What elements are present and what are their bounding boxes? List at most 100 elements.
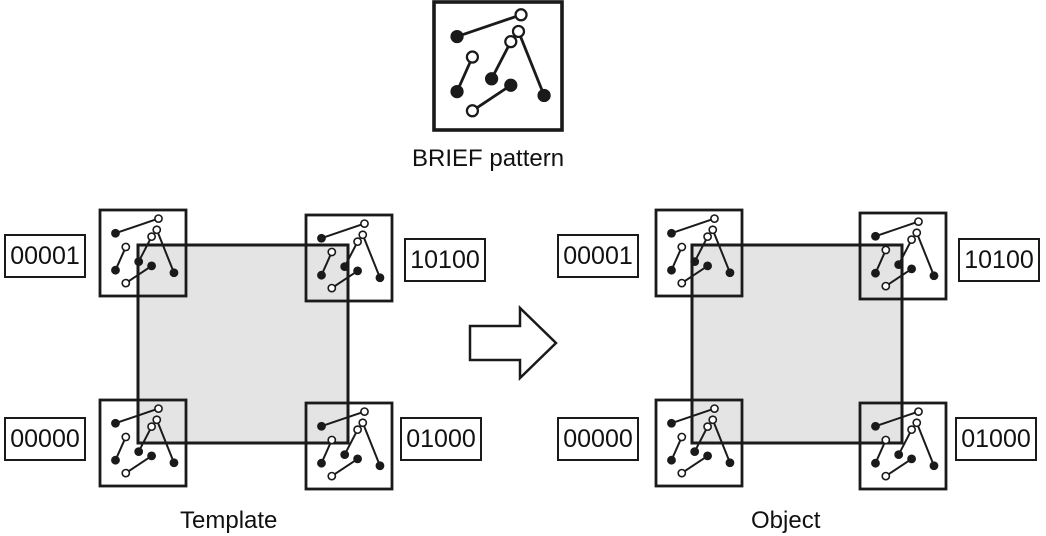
pair-line	[711, 229, 731, 274]
filled-point	[907, 264, 916, 274]
filled-point	[317, 233, 326, 243]
right-arrow-icon	[468, 305, 558, 381]
hollow-point	[327, 471, 337, 481]
object-patch-bottom-left	[654, 398, 744, 488]
template-code-bottom-right: 01000	[400, 417, 482, 461]
filled-point	[667, 265, 676, 275]
hollow-point	[708, 415, 718, 425]
pair-line	[331, 458, 359, 477]
hollow-point	[152, 415, 162, 425]
hollow-point	[358, 418, 368, 428]
filled-point	[667, 455, 676, 465]
filled-point	[353, 266, 362, 276]
hollow-point	[677, 468, 687, 478]
hollow-point	[327, 247, 337, 257]
hollow-point	[677, 278, 687, 288]
hollow-point	[358, 230, 368, 240]
pair-line	[331, 270, 359, 289]
template-patch-top-right	[304, 213, 394, 303]
template-caption: Template	[180, 507, 278, 534]
hollow-point	[881, 471, 891, 481]
filled-point	[871, 231, 880, 241]
filled-point	[317, 421, 326, 431]
filled-point	[667, 418, 676, 428]
hollow-point	[708, 225, 718, 235]
filled-point	[894, 260, 904, 269]
pair-line	[711, 419, 731, 464]
pair-line	[693, 236, 709, 263]
pair-line	[456, 13, 522, 38]
hollow-point	[710, 214, 719, 223]
pair-line	[875, 410, 919, 428]
filled-point	[907, 454, 916, 464]
hollow-point	[914, 217, 923, 226]
hollow-point	[121, 432, 131, 442]
hollow-point	[360, 219, 369, 228]
object-code-bottom-left: 00000	[557, 417, 639, 461]
pair-line	[897, 239, 913, 266]
hollow-point	[907, 425, 916, 435]
pair-line	[321, 410, 365, 428]
filled-point	[317, 270, 326, 280]
filled-point	[871, 268, 880, 278]
filled-point	[375, 273, 385, 283]
filled-point	[450, 84, 464, 99]
filled-point	[375, 461, 385, 471]
filled-point	[340, 262, 350, 271]
hollow-point	[677, 242, 687, 252]
pair-line	[897, 429, 913, 456]
filled-point	[690, 257, 700, 266]
pair-line	[155, 419, 175, 464]
patch-frame	[98, 398, 188, 488]
hollow-point	[465, 104, 480, 118]
filled-point	[111, 455, 120, 465]
hollow-point	[881, 245, 891, 255]
object-region	[690, 243, 904, 445]
pair-line	[361, 234, 381, 279]
template-patch-bottom-left	[98, 398, 188, 488]
hollow-point	[152, 225, 162, 235]
object-code-top-right: 10100	[958, 238, 1040, 282]
object-code-bottom-right: 01000	[955, 417, 1037, 461]
pair-line	[490, 41, 513, 80]
filled-point	[725, 458, 735, 468]
brief-pattern-large	[432, 0, 564, 132]
pair-line	[115, 407, 159, 425]
hollow-point	[912, 418, 922, 428]
pair-line	[671, 217, 715, 235]
object-patch-bottom-right	[858, 401, 948, 491]
hollow-point	[881, 281, 891, 291]
filled-point	[871, 421, 880, 431]
pair-line	[915, 422, 935, 467]
filled-point	[147, 451, 156, 461]
patch-frame	[304, 401, 394, 491]
pair-line	[125, 455, 153, 474]
pair-line	[885, 458, 913, 477]
hollow-point	[504, 35, 518, 49]
pair-line	[693, 426, 709, 453]
patch-frame	[432, 0, 564, 132]
filled-point	[894, 450, 904, 459]
template-patch-bottom-right	[304, 401, 394, 491]
object-patch-top-right	[858, 211, 948, 301]
filled-point	[147, 261, 156, 271]
hollow-point	[154, 214, 163, 223]
pair-line	[155, 229, 175, 274]
hollow-point	[154, 404, 163, 413]
filled-point	[484, 72, 499, 86]
hollow-point	[465, 50, 480, 64]
filled-point	[111, 228, 120, 238]
pair-line	[681, 455, 709, 474]
pair-line	[671, 407, 715, 425]
hollow-point	[514, 8, 528, 22]
pair-line	[137, 426, 153, 453]
patch-frame	[304, 213, 394, 303]
pair-line	[517, 30, 546, 96]
object-code-top-left: 00001	[557, 234, 639, 278]
pair-line	[125, 265, 153, 284]
filled-point	[504, 78, 518, 92]
hollow-point	[353, 425, 362, 435]
pair-line	[915, 232, 935, 277]
object-caption: Object	[751, 507, 821, 534]
